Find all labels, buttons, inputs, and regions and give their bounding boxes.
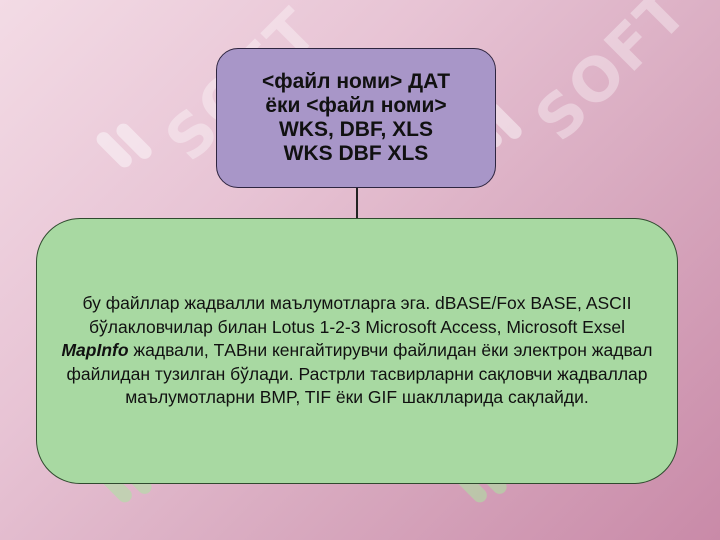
file-format-line: WKS DBF XLS <box>283 142 429 165</box>
file-format-line: WKS, DBF, XLS <box>278 118 433 141</box>
file-format-line: <файл номи> ДАТ <box>261 70 451 93</box>
file-format-line: ёки <файл номи> <box>265 94 447 117</box>
description-part-1: бу файллар жадвалли маълумотларга эга. d… <box>82 293 632 337</box>
file-format-lines: <файл номи> ДАТ ёки <файл номи> WKS, DBF… <box>262 70 450 166</box>
description-text: бу файллар жадвалли маълумотларга эга. d… <box>55 292 659 410</box>
mapinfo-label: MapInfo <box>61 340 129 361</box>
description-part-2: жадвали, TАВни кенгайтирувчи файлидан ёк… <box>66 340 653 408</box>
file-format-box: <файл номи> ДАТ ёки <файл номи> WKS, DBF… <box>216 48 496 188</box>
connector-line <box>356 188 358 218</box>
watermark-text: SOFT <box>522 0 702 155</box>
watermark-logo-icon <box>91 111 155 173</box>
description-box: бу файллар жадвалли маълумотларга эга. d… <box>36 218 678 484</box>
